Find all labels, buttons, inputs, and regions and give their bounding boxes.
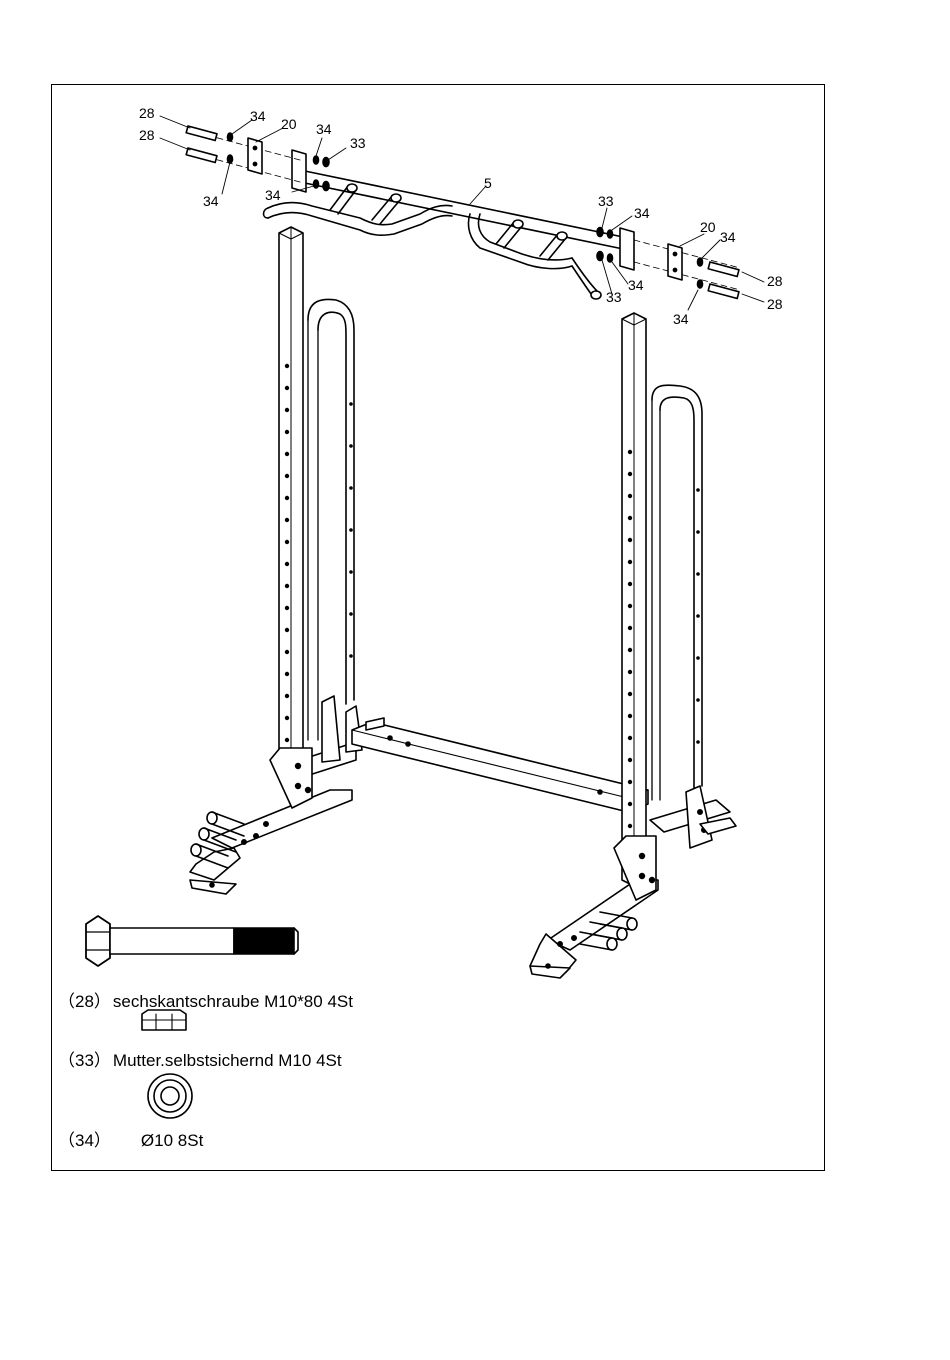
right-upright [530, 313, 736, 978]
right-hardware [597, 228, 739, 299]
callout-28c: 28 [767, 273, 783, 289]
part-28-number: （28） [58, 987, 111, 1012]
part-34-number: （34） [58, 1126, 111, 1151]
washer-icon [148, 1074, 192, 1118]
hex-bolt-icon [86, 916, 298, 966]
callout-5: 5 [484, 175, 492, 191]
part-28-description: sechskantschraube M10*80 4St [113, 992, 353, 1011]
part-34-description: Ø10 8St [141, 1131, 203, 1150]
callout-34e: 34 [634, 205, 650, 221]
part-28-row: （28）sechskantschraube M10*80 4St [58, 987, 353, 1012]
part-33-row: （33）Mutter.selbstsichernd M10 4St [58, 1046, 342, 1071]
callout-33b: 33 [598, 193, 614, 209]
left-hardware [186, 126, 329, 191]
callout-34b: 34 [203, 193, 219, 209]
exploded-hardware-axes [188, 130, 740, 290]
left-upright [190, 227, 362, 894]
part-33-number: （33） [58, 1046, 111, 1071]
callout-34c: 34 [316, 121, 332, 137]
callout-20a: 20 [281, 116, 297, 132]
callout-33a: 33 [350, 135, 366, 151]
callout-34g: 34 [673, 311, 689, 327]
part-34-row: （34） Ø10 8St [58, 1126, 203, 1151]
callout-28a: 28 [139, 105, 155, 121]
callout-33c: 33 [606, 289, 622, 305]
callout-28b: 28 [139, 127, 155, 143]
callout-20b: 20 [700, 219, 716, 235]
callout-34a: 34 [250, 108, 266, 124]
callout-34h: 34 [628, 277, 644, 293]
bottom-crossmember [352, 718, 648, 812]
callout-34f: 34 [720, 229, 736, 245]
callout-28d: 28 [767, 296, 783, 312]
callout-34d: 34 [265, 187, 281, 203]
part-33-description: Mutter.selbstsichernd M10 4St [113, 1051, 342, 1070]
pull-up-bar [264, 150, 635, 299]
lock-nut-icon [142, 1010, 186, 1030]
